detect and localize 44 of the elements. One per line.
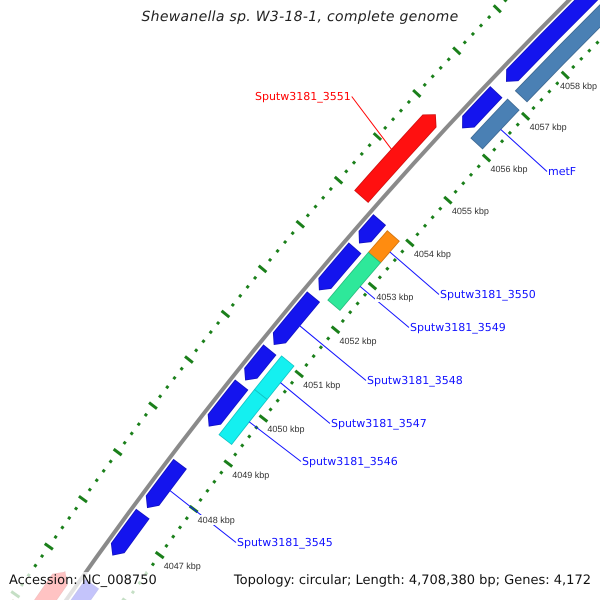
leader-line	[389, 252, 440, 295]
tick-label: 4050 kbp	[266, 424, 306, 434]
leader-line	[248, 421, 302, 462]
genome-title: Shewanella sp. W3-18-1, complete genome	[140, 9, 460, 25]
leader-line	[351, 96, 392, 150]
gene-bar	[368, 230, 400, 264]
leader-line	[280, 382, 330, 424]
tick-label: 4049 kbp	[231, 470, 270, 480]
gene-block	[272, 292, 320, 345]
gene-bar	[470, 98, 520, 150]
accession-text: Accession: NC_008750	[9, 573, 157, 588]
tick-label: 4051 kbp	[302, 380, 342, 390]
gene-block	[358, 214, 386, 244]
leader-line	[360, 286, 410, 328]
leader-line	[500, 128, 548, 172]
gene-block	[318, 242, 362, 290]
gene-label: Sputw3181_3551	[255, 90, 351, 103]
tick-label: 4048 kbp	[196, 515, 236, 526]
tick-label: 4055 kbp	[450, 206, 490, 216]
gene-block	[110, 508, 150, 556]
gene-label: Sputw3181_3546	[302, 455, 398, 468]
gene-bar	[254, 356, 294, 400]
gene-label: Sputw3181_3548	[367, 374, 463, 387]
gene-label: Sputw3181_3550	[440, 288, 536, 301]
genome-info-text: Topology: circular; Length: 4,708,380 bp; Genes: 4,172	[234, 573, 591, 588]
gene-bar	[218, 389, 268, 445]
tick-label: 4056 kbp	[489, 164, 529, 174]
gene-label: Sputw3181_3547	[331, 417, 427, 430]
gene-label: Sputw3181_3549	[410, 321, 506, 334]
tick-label: 4047 kbp	[162, 561, 202, 572]
gene-block	[506, 0, 600, 82]
leader-line	[299, 325, 366, 381]
tick-label: 4052 kbp	[338, 336, 378, 346]
gene-block	[462, 86, 502, 128]
tick-label: 4054 kbp	[412, 248, 452, 259]
tick-label: 4058 kbp	[558, 81, 598, 92]
gene-block	[244, 344, 276, 380]
gene-block	[354, 114, 436, 203]
gene-block	[146, 459, 187, 508]
tick-label: 4057 kbp	[528, 122, 568, 132]
gene-label: Sputw3181_3545	[237, 536, 333, 549]
gene-block	[208, 380, 248, 427]
tick-label: 4053 kbp	[375, 292, 414, 302]
gene-label: metF	[548, 165, 576, 178]
